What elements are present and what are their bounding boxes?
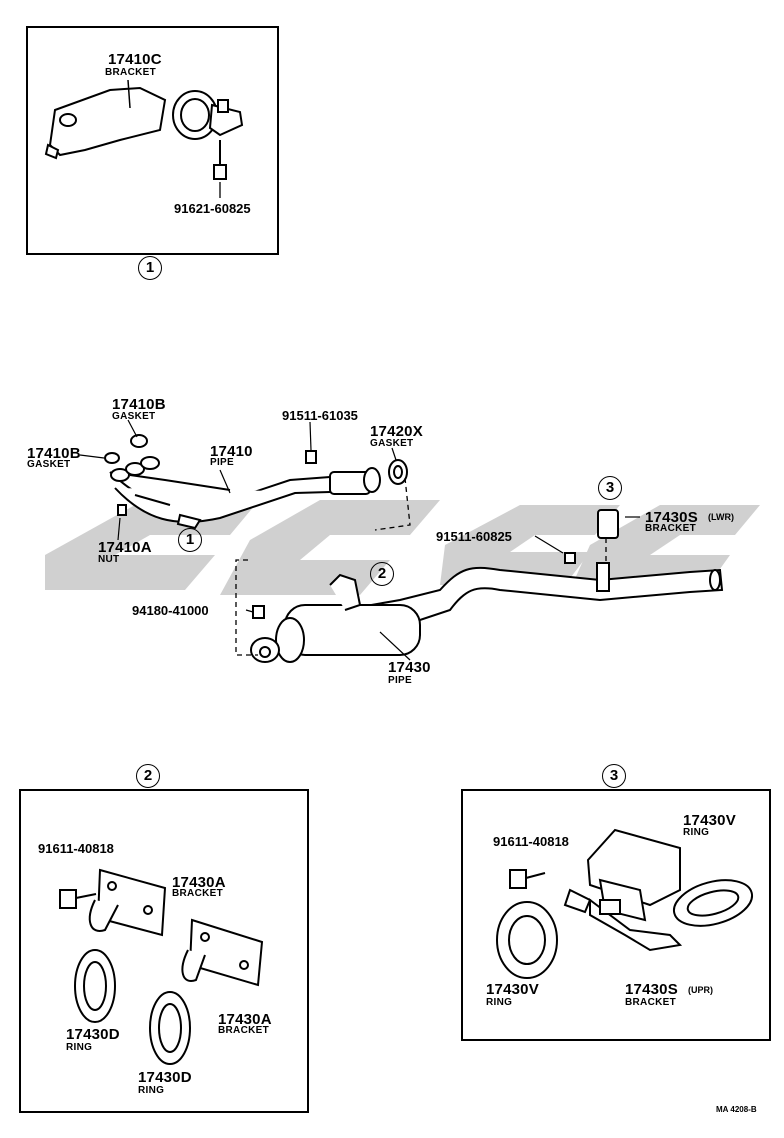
part-17430d-1-desc: RING	[66, 1042, 93, 1053]
part-17430s-lwr-desc: BRACKET	[645, 523, 696, 534]
part-17410-number: 17410	[210, 443, 253, 460]
part-17430v-1-desc: RING	[683, 827, 710, 838]
part-17430-desc: PIPE	[388, 675, 412, 686]
box2-parts-drawing	[59, 868, 264, 1065]
part-17430s-upr-desc: BRACKET	[625, 997, 676, 1008]
part-94180-41000-number: 94180-41000	[132, 603, 209, 618]
part-17430v-2-desc: RING	[486, 997, 513, 1008]
bracket-17410c-drawing	[44, 79, 244, 160]
part-17410c-desc: BRACKET	[105, 67, 156, 78]
part-17420x-desc: GASKET	[370, 438, 414, 449]
part-17430a-1-number: 17430A	[172, 874, 226, 891]
part-17420x-number: 17420X	[370, 423, 423, 440]
part-17410-desc: PIPE	[210, 457, 234, 468]
part-17410b-top-number: 17410B	[112, 396, 166, 413]
part-91611-40818-a-number: 91611-40818	[38, 841, 114, 856]
callout-1-main: 1	[178, 528, 202, 552]
part-17410b-left-desc: GASKET	[27, 459, 71, 470]
part-17430a-2-number: 17430A	[218, 1011, 272, 1028]
part-17410c-number: 17410C	[108, 51, 162, 68]
detail-box-1	[26, 26, 279, 255]
part-17430-number: 17430	[388, 659, 431, 676]
part-17410a-desc: NUT	[98, 554, 120, 565]
part-17410a-number: 17410A	[98, 539, 152, 556]
callout-3-main: 3	[598, 476, 622, 500]
part-17430v-1-number: 17430V	[683, 812, 736, 829]
part-17430s-lwr-number: 17430S	[645, 509, 698, 526]
detail-box-3	[461, 789, 771, 1041]
part-91511-60825-number: 91511-60825	[436, 529, 512, 544]
callout-2-main: 2	[370, 562, 394, 586]
drawing-reference: MA 4208-B	[716, 1105, 757, 1114]
part-91621-60825-number: 91621-60825	[174, 201, 251, 216]
part-17430v-2-number: 17430V	[486, 981, 539, 998]
dashed-guides	[235, 477, 607, 656]
part-17430a-1-desc: BRACKET	[172, 888, 223, 899]
part-17430d-2-desc: RING	[138, 1085, 165, 1096]
part-17410b-top-desc: GASKET	[112, 411, 156, 422]
callout-1: 1	[138, 256, 162, 280]
part-17430s-lwr-suffix: (LWR)	[708, 512, 734, 522]
detail-box-2	[19, 789, 309, 1113]
bolt-91621-60825-drawing	[213, 140, 227, 198]
callout-2: 2	[136, 764, 160, 788]
exhaust-tail-pipe	[250, 509, 724, 663]
part-17430s-upr-number: 17430S	[625, 981, 678, 998]
callout-3: 3	[602, 764, 626, 788]
exhaust-front-pipe	[104, 434, 408, 530]
box3-parts-drawing	[496, 828, 754, 979]
part-17410b-left-number: 17410B	[27, 445, 81, 462]
part-17430d-2-number: 17430D	[138, 1069, 192, 1086]
part-17430a-2-desc: BRACKET	[218, 1025, 269, 1036]
watermark-logo	[45, 500, 760, 595]
leader-lines	[79, 419, 640, 661]
part-17430d-1-number: 17430D	[66, 1026, 120, 1043]
part-17430s-upr-suffix: (UPR)	[688, 985, 713, 995]
part-91611-40818-b-number: 91611-40818	[493, 834, 569, 849]
part-91511-61035-number: 91511-61035	[282, 408, 358, 423]
